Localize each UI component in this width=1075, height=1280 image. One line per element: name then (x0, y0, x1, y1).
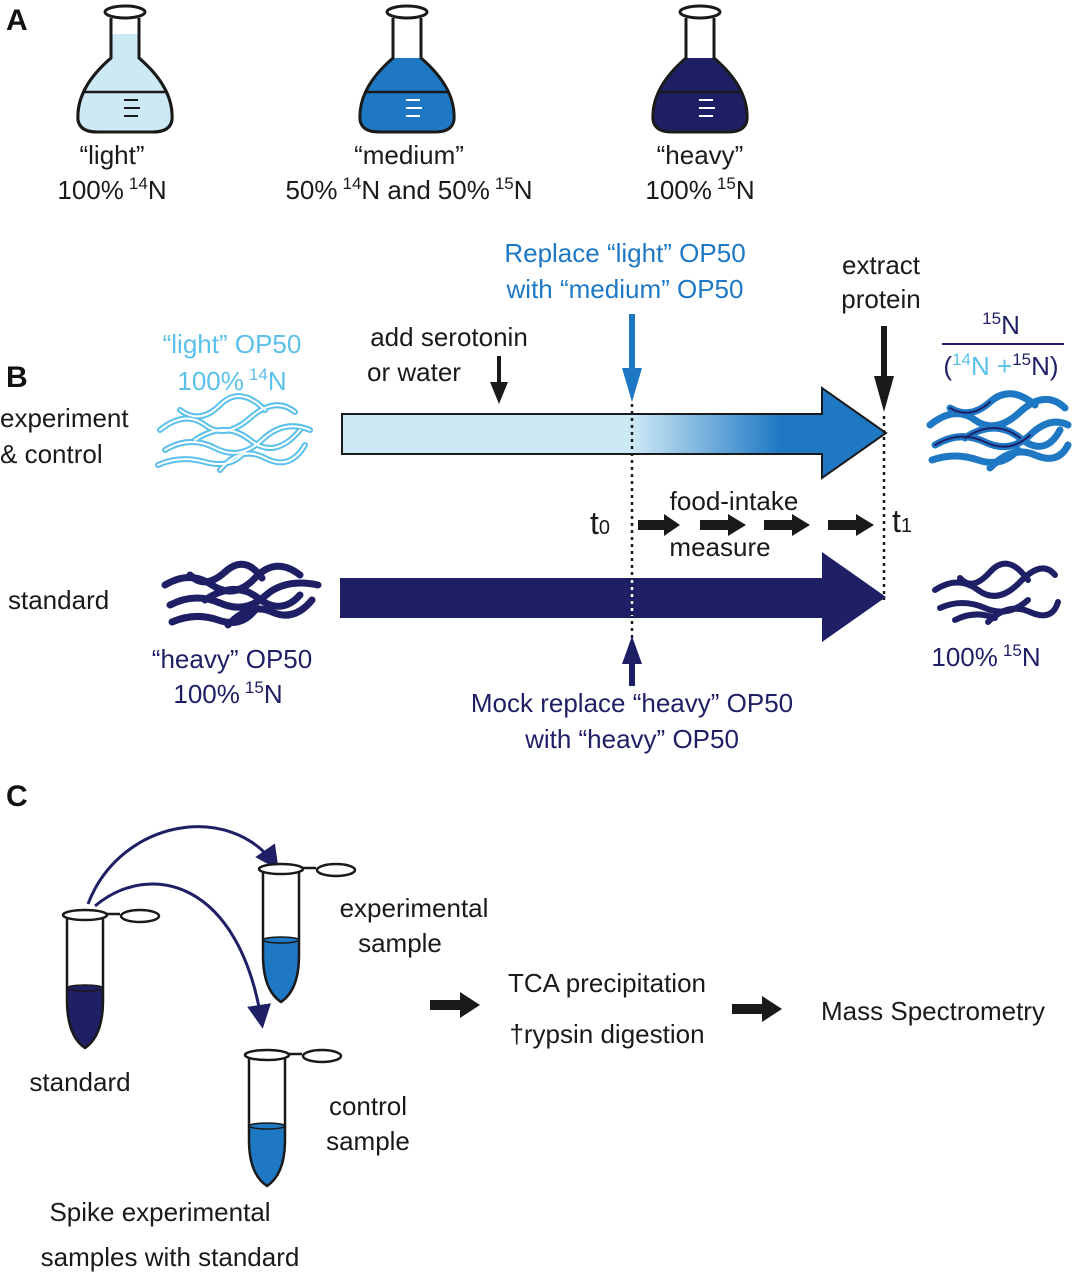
control-sample-line1: control (329, 1091, 407, 1121)
heavy-worms-icon (161, 560, 322, 629)
food-intake-line2: measure (669, 532, 770, 562)
control-sample-line2: sample (326, 1126, 410, 1156)
standard-row-label: standard (8, 585, 109, 615)
ratio-numerator: 15N (982, 309, 1020, 340)
mock-replace-line1: Mock replace “heavy” OP50 (471, 688, 793, 718)
light-flask-name: “light” (79, 140, 144, 170)
experimental-sample-line2: sample (358, 928, 442, 958)
replace-arrow-icon (622, 314, 642, 402)
food-intake-line1: food-intake (670, 486, 799, 516)
light-flask-icon (76, 0, 174, 134)
add-serotonin-line2: or water (367, 357, 461, 387)
control-tube-icon (243, 1048, 343, 1188)
spike-label-line2: samples with standard (41, 1242, 300, 1272)
extract-arrow-icon (874, 326, 894, 412)
medium-flask-name: “medium” (354, 140, 464, 170)
mass-spectrometry-label: Mass Spectrometry (821, 996, 1045, 1026)
medium-flask-icon (358, 4, 456, 134)
light-worms-icon (155, 393, 313, 473)
heavy-op50-composition: 100%15N (173, 678, 282, 709)
add-serotonin-line1: add serotonin (370, 322, 528, 352)
heavy-flask-name: “heavy” (657, 140, 744, 170)
to-mass-spec-arrow-icon (732, 996, 782, 1022)
extract-label-line1: extract (842, 250, 921, 280)
to-tca-arrow-icon (430, 992, 480, 1018)
tca-line2: †rypsin digestion (509, 1019, 704, 1049)
panel-b-letter: B (6, 361, 28, 394)
light-flask-composition: 100%14N (57, 174, 166, 205)
heavy-flask-icon (651, 4, 749, 134)
tca-line1: TCA precipitation (508, 968, 706, 998)
heavy-flask-composition: 100%15N (645, 174, 754, 205)
spike-to-experimental-arrow (86, 825, 279, 905)
extract-label-line2: protein (841, 284, 921, 314)
standard-timeline-arrow (340, 552, 886, 642)
heavy-worms-right-icon (932, 560, 1061, 625)
standard-tube-icon (61, 908, 161, 1050)
light-op50-composition: 100%14N (177, 365, 286, 396)
experiment-label-line1: experiment (0, 403, 129, 433)
t0-label: t0 (590, 505, 610, 541)
t1-label: t1 (892, 503, 912, 539)
panel-c-letter: C (6, 780, 28, 813)
spike-label-line1: Spike experimental (49, 1197, 270, 1227)
ratio-denominator: (14N +15N) (943, 350, 1058, 381)
heavy-op50-label: “heavy” OP50 (152, 644, 312, 674)
right-heavy-composition: 100%15N (931, 641, 1040, 672)
experiment-timeline-arrow (341, 386, 888, 480)
experimental-tube-icon (257, 862, 357, 1004)
experiment-label-line2: & control (0, 439, 103, 469)
experimental-sample-line1: experimental (340, 893, 489, 923)
labeled-worms-icon (926, 390, 1072, 472)
add-serotonin-arrow-icon (490, 356, 508, 404)
light-op50-label: “light” OP50 (163, 329, 302, 359)
food-intake-arrows-icon (638, 514, 874, 536)
spike-to-control-arrow (94, 882, 271, 1029)
panel-a-letter: A (6, 4, 28, 37)
standard-tube-label: standard (29, 1067, 130, 1097)
replace-label-line2: with “medium” OP50 (506, 274, 744, 304)
mock-replace-arrow-icon (622, 636, 642, 686)
replace-label-line1: Replace “light” OP50 (504, 238, 745, 268)
mock-replace-line2: with “heavy” OP50 (524, 724, 739, 754)
